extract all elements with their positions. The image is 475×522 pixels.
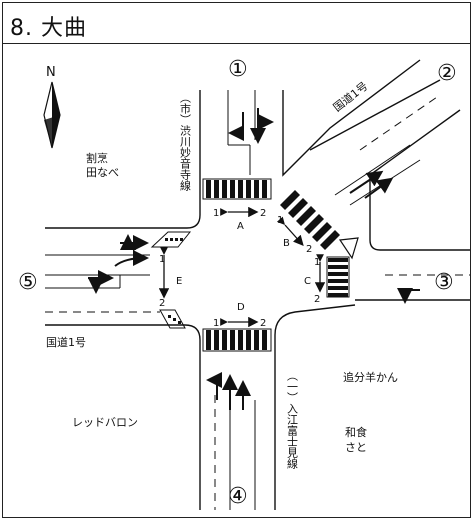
- crosswalk-west: [150, 231, 192, 329]
- crosswalk-northeast: [280, 190, 340, 250]
- cw-a-label: A: [237, 221, 244, 232]
- place-se-1: 追分羊かん: [343, 370, 398, 384]
- approach-4: ④: [228, 484, 248, 509]
- cw-c-end1: 1: [314, 257, 320, 268]
- cw-d-end1: 1: [213, 318, 219, 329]
- cw-c-end2: 2: [314, 294, 320, 305]
- cw-d-end2: 2: [260, 318, 266, 329]
- cw-a-end1: 1: [213, 208, 219, 219]
- ped-arrows: [158, 206, 326, 328]
- title-bar: 8. 大曲: [2, 2, 471, 44]
- crosswalk-south: [202, 328, 272, 352]
- crosswalk-east: [326, 256, 350, 298]
- lane-arrows: [88, 108, 420, 410]
- crosswalk-north: [202, 178, 272, 200]
- cw-b-end1: 1: [277, 215, 283, 226]
- place-se-2-line1: 和食: [345, 425, 367, 439]
- cw-e-end2: 2: [159, 298, 165, 309]
- diagonal-direction-arrow: [338, 237, 359, 260]
- map-frame: [2, 2, 471, 518]
- place-nw-line1: 割烹: [86, 151, 108, 165]
- cw-b-label: B: [283, 238, 290, 249]
- north-arrow-icon: [43, 81, 61, 149]
- approach-1: ①: [228, 57, 248, 82]
- cw-e-label: E: [176, 276, 182, 287]
- place-nw-line2: 田なべ: [86, 166, 119, 179]
- north-label: N: [46, 65, 56, 80]
- cw-c-label: C: [304, 276, 311, 287]
- cw-d-label: D: [237, 302, 245, 313]
- road-prefectural-name: （一）入江富士見線: [286, 370, 299, 469]
- cw-b-end2: 2: [306, 244, 312, 255]
- road-city-name: （市）渋川妙音寺線: [179, 92, 192, 191]
- center-dashes: [45, 94, 470, 510]
- cw-a-end2: 2: [260, 208, 266, 219]
- place-se-2-line2: さと: [345, 441, 367, 454]
- road-national-west-name: 国道1号: [46, 335, 86, 349]
- cw-e-end1: 1: [159, 254, 165, 265]
- road-national-diag-name: 国道1号: [330, 79, 370, 115]
- approach-2: ②: [437, 61, 457, 86]
- approach-5: ⑤: [18, 270, 38, 295]
- map-title: 8. 大曲: [10, 16, 87, 41]
- place-sw: レッドバロン: [72, 416, 138, 429]
- approach-3: ③: [434, 270, 454, 295]
